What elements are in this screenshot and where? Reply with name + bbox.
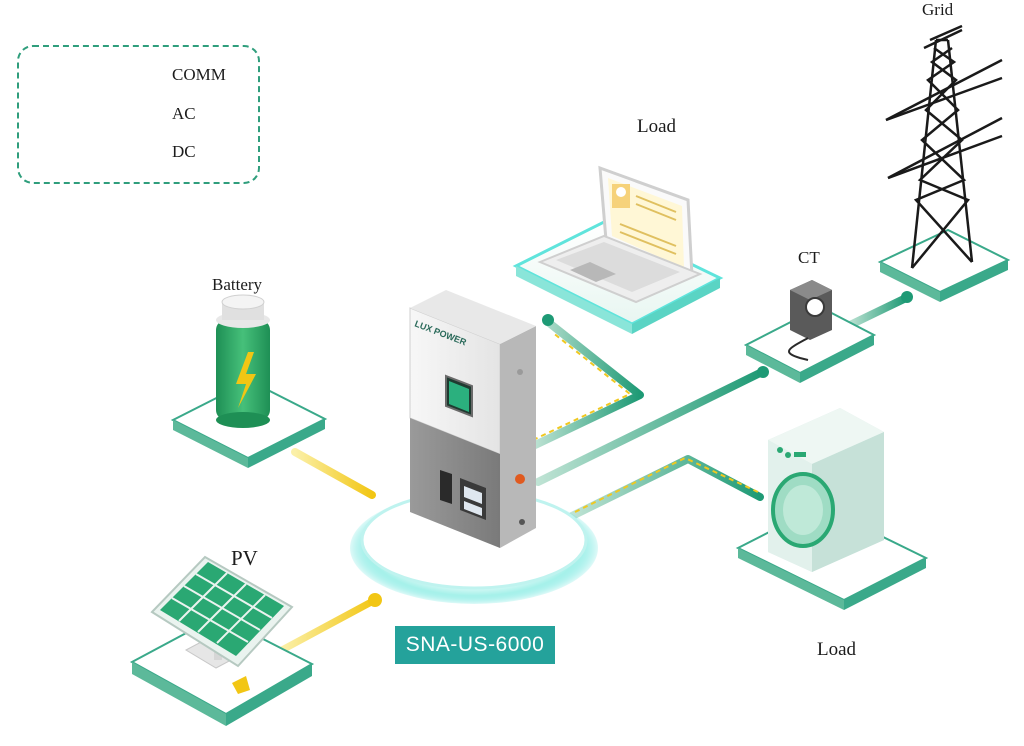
ct-node <box>757 366 769 378</box>
inverter-group <box>350 290 598 604</box>
connections <box>278 291 913 654</box>
pv-label: PV <box>231 546 258 570</box>
legend-comm-label: COMM <box>172 65 226 84</box>
grid-node <box>901 291 913 303</box>
grid-label: Grid <box>922 0 954 19</box>
ct-ac-line <box>534 368 766 486</box>
load-top-label: Load <box>637 116 677 137</box>
battery-dc-line <box>291 448 376 499</box>
ct-label: CT <box>798 248 820 267</box>
transmission-tower <box>885 24 1003 269</box>
washer-group <box>735 408 929 610</box>
grid-group <box>877 24 1011 302</box>
laptop-ac-line <box>529 318 644 450</box>
laptop-group <box>512 165 724 334</box>
legend-ac-label: AC <box>172 104 196 123</box>
model-badge: SNA-US-6000 <box>395 626 555 664</box>
pv-dc-node <box>368 593 382 607</box>
load-bottom-label: Load <box>817 639 857 660</box>
pv-group <box>129 555 315 726</box>
ct-group <box>743 280 877 383</box>
grid-ac-line <box>844 294 910 330</box>
legend-dc-label: DC <box>172 142 196 161</box>
lightning-icon <box>236 352 256 408</box>
washer-ac-line <box>568 455 764 520</box>
laptop-comm-line <box>532 331 632 441</box>
laptop-node <box>542 314 554 326</box>
washer-comm-line <box>574 456 759 513</box>
pv-dc-line <box>278 596 379 654</box>
battery-group <box>170 294 328 468</box>
legend-box <box>17 45 260 184</box>
battery-label: Battery <box>212 275 263 294</box>
